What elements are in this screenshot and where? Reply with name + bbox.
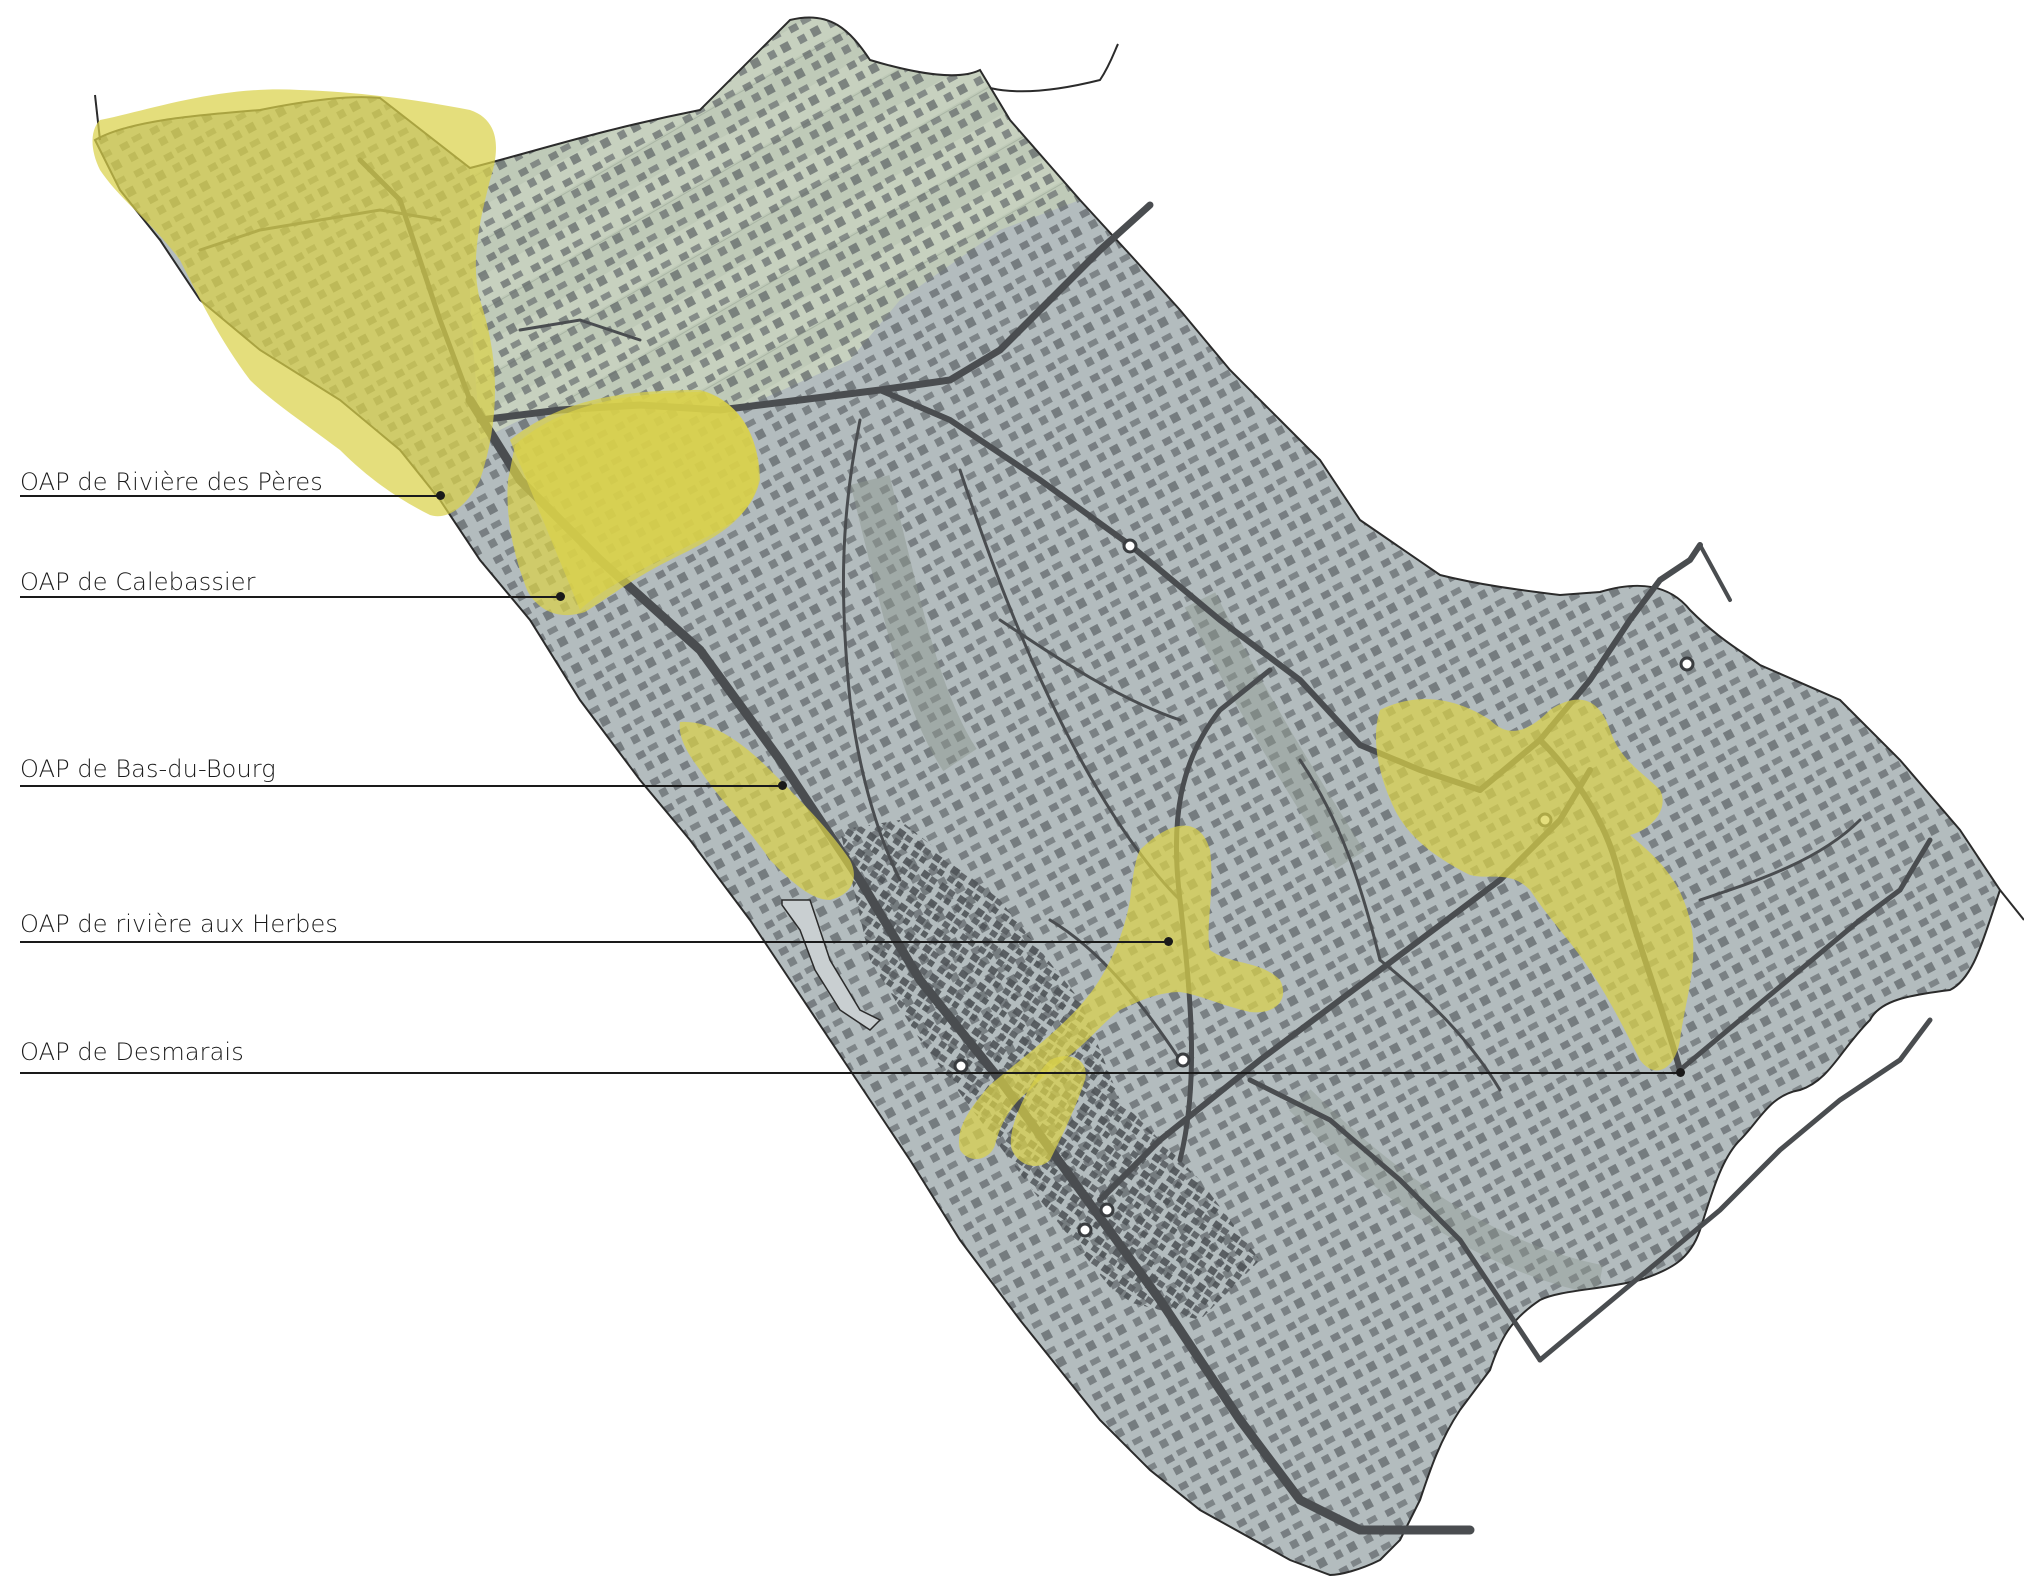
oap-zone-calebassier-b bbox=[507, 392, 759, 616]
outer-boundary-line bbox=[1999, 889, 2024, 921]
oap-zone-desmarais bbox=[1375, 699, 1694, 1071]
road-8 bbox=[1698, 543, 1732, 602]
leader-line bbox=[20, 596, 560, 598]
secondary-road bbox=[1698, 818, 1862, 902]
road-3 bbox=[1677, 837, 1933, 1073]
oap-zone-desmarais-south bbox=[1010, 1056, 1086, 1166]
commune-boundary bbox=[93, 16, 2002, 1577]
leader-line bbox=[20, 1072, 1680, 1074]
secondary-road bbox=[841, 418, 902, 882]
roundabout bbox=[1175, 1052, 1191, 1068]
label-text: OAP de Calebassier bbox=[20, 568, 256, 596]
roundabout bbox=[1099, 1202, 1115, 1218]
roundabout bbox=[1077, 1222, 1093, 1238]
leader-dot bbox=[778, 781, 787, 790]
label-text: OAP de Desmarais bbox=[20, 1038, 244, 1066]
roundabout bbox=[953, 1058, 969, 1074]
leader-dot bbox=[1676, 1068, 1685, 1077]
leader-dot bbox=[436, 491, 445, 500]
ravine-vegetation bbox=[850, 475, 977, 772]
leader-line bbox=[20, 495, 440, 497]
road-7 bbox=[1537, 1017, 1933, 1363]
leader-line bbox=[20, 785, 782, 787]
oap-zone-bas-du-bourg bbox=[679, 721, 854, 900]
label-text: OAP de rivière aux Herbes bbox=[20, 910, 338, 938]
leader-line bbox=[20, 941, 1168, 943]
port-jetty bbox=[781, 899, 882, 1031]
outer-boundary-line bbox=[989, 43, 1119, 93]
roundabout bbox=[1122, 538, 1138, 554]
road-6 bbox=[1247, 1077, 1543, 1363]
ravine-vegetation bbox=[1289, 1089, 1603, 1295]
ravine-vegetation bbox=[1184, 592, 1365, 870]
leader-dot bbox=[1164, 937, 1173, 946]
leader-dot bbox=[556, 592, 565, 601]
oap-zones bbox=[92, 89, 1694, 1166]
label-text: OAP de Rivière des Pères bbox=[20, 468, 323, 496]
oap-zone-riviere-des-peres bbox=[92, 89, 496, 517]
label-text: OAP de Bas-du-Bourg bbox=[20, 755, 276, 783]
roundabout bbox=[1679, 656, 1695, 672]
secondary-road bbox=[1298, 758, 1382, 962]
secondary-road bbox=[518, 318, 642, 342]
secondary-road bbox=[998, 618, 1182, 722]
